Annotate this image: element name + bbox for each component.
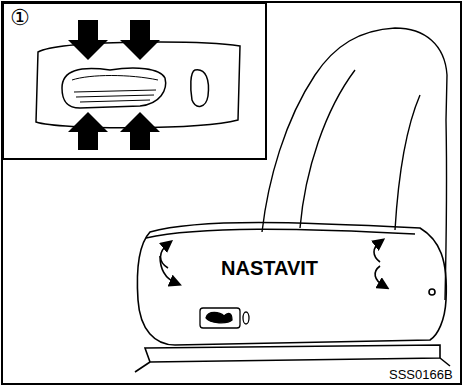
seat-cushion: [135, 223, 450, 373]
figure-code: SSS0166B: [387, 368, 455, 382]
seat-switch-small: [200, 308, 249, 328]
switch-arrows: [68, 20, 160, 150]
adjust-arrows: [160, 242, 384, 286]
callout-number: ①: [10, 6, 30, 30]
inset-box: ①: [2, 2, 267, 160]
adjust-label: NASTAVIT: [219, 257, 320, 279]
